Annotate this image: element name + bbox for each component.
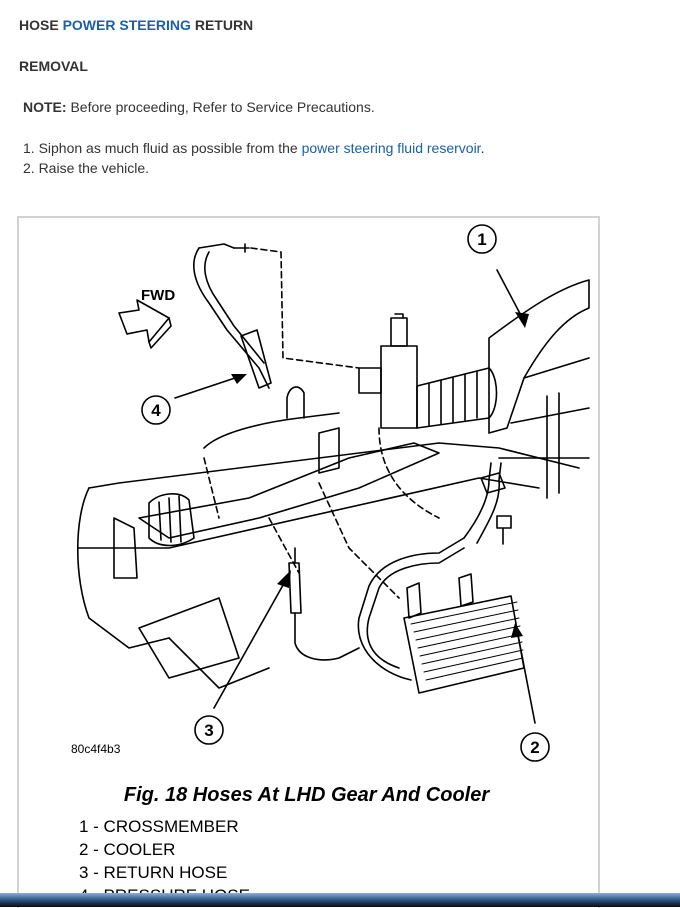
callout-2-circle [520,732,550,762]
crossmember-shape [488,279,590,434]
title-prefix: HOSE [19,17,63,33]
legend-item-crossmember: 1 - CROSSMEMBER [79,817,239,836]
callout-2: 2 [530,738,539,757]
callout-3-circle [194,715,224,745]
figure-caption: Fig. 18 Hoses At LHD Gear And Cooler [123,784,490,806]
reservoir-link[interactable]: power steering fluid reservoir [301,140,481,156]
callout-1: 1 [477,230,486,249]
title-suffix: RETURN [190,17,254,33]
page-title: HOSE POWER STEERING RETURN [19,17,253,33]
taskbar-strip [0,893,680,907]
note-paragraph: NOTE: Before proceeding, Refer to Servic… [23,99,375,115]
title-link-power-steering[interactable]: POWER STEERING [62,17,191,33]
figure-code: 80c4f4b3 [71,742,121,756]
step-2-text: 2. Raise the vehicle. [23,160,150,176]
legend-item-return-hose: 3 - RETURN HOSE [79,863,228,882]
step-1-text: 1. Siphon as much fluid as possible from… [23,140,302,156]
technical-drawing: FWD 1 2 3 4 [76,224,590,762]
step-1-suffix: . [480,140,485,156]
section-heading-removal: REMOVAL [19,58,88,74]
callout-1-circle [467,224,497,254]
legend-item-cooler: 2 - COOLER [79,840,176,859]
note-label: NOTE: [23,99,67,115]
fwd-label: FWD [141,287,175,304]
callout-4: 4 [151,401,161,420]
note-text: Before proceeding, Refer to Service Prec… [66,99,375,115]
step-1: 1. Siphon as much fluid as possible from… [23,140,484,156]
figure-hoses-diagram: FWD 1 2 3 4 80c4f4b3 Fig. 18 Hoses At LH… [17,216,600,908]
callout-4-circle [141,395,171,425]
step-2: 2. Raise the vehicle. [23,160,149,176]
callout-3: 3 [204,721,213,740]
